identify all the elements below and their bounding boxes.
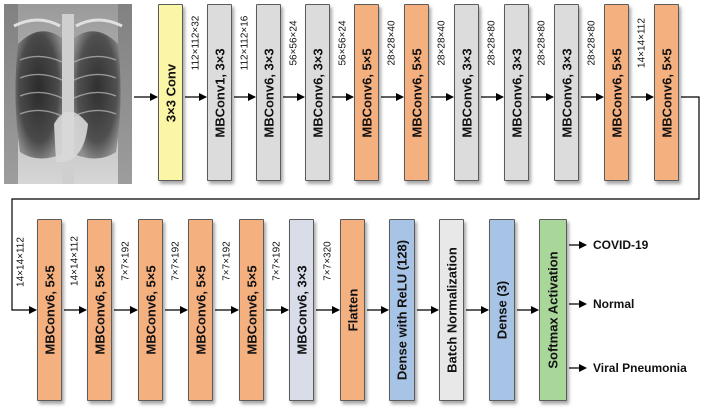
row2-block-8: Batch Normalization: [439, 219, 464, 401]
row2-block-label: Softmax Activation: [545, 251, 561, 369]
row1-block-2: MBConv6, 3×3: [256, 4, 281, 181]
row1-block-5: MBConv6, 5×5: [404, 4, 429, 181]
row2-block-label: MBConv6, 3×3: [294, 265, 309, 355]
xray-picture: [4, 4, 132, 184]
row1-block-label: MBConv6, 5×5: [409, 47, 424, 138]
row1-block-4: MBConv6, 5×5: [354, 4, 379, 181]
row1-shape-label: 112×112×32: [190, 15, 201, 71]
row2-block-0: MBConv6, 5×5: [37, 219, 62, 401]
row1-shape-label: 28×28×40: [436, 20, 448, 66]
row1-shape-label: 56×56×24: [337, 20, 348, 66]
row1-block-1: MBConv1, 3×3: [207, 4, 232, 181]
row1-block-label: MBConv6, 3×3: [261, 47, 276, 138]
row2-block-label: MBConv6, 5×5: [92, 265, 107, 355]
row2-shape-label: 14×14×112: [15, 237, 27, 287]
chest-xray-image: [4, 4, 132, 184]
row1-block-6: MBConv6, 3×3: [454, 4, 479, 181]
row2-block-label: MBConv6, 5×5: [143, 265, 158, 355]
row2-shape-label: 7×7×320: [322, 241, 333, 281]
row1-shape-label: 28×28×80: [536, 20, 548, 66]
row2-block-3: MBConv6, 5×5: [188, 219, 213, 401]
row1-shape-label: 28×28×80: [586, 20, 598, 66]
row2-block-label: Dense (3): [494, 280, 510, 340]
row1-block-label: MBConv6, 3×3: [459, 47, 474, 138]
row1-shape-label: 28×28×40: [386, 20, 398, 66]
row1-block-label: 3×3 Conv: [163, 63, 178, 122]
row1-block-8: MBConv6, 3×3: [554, 4, 579, 181]
row1-shape-label: 14×14×112: [636, 18, 648, 68]
row1-block-9: MBConv6, 5×5: [604, 4, 629, 181]
row2-block-1: MBConv6, 5×5: [87, 219, 112, 401]
row1-block-label: MBConv1, 3×3: [212, 47, 227, 138]
row2-block-10: Softmax Activation: [539, 219, 567, 401]
row1-block-0: 3×3 Conv: [158, 4, 183, 181]
row2-block-label: MBConv6, 5×5: [193, 265, 208, 355]
output-class-label: Viral Pneumonia: [593, 361, 687, 375]
row2-block-label: MBConv6, 5×5: [244, 265, 259, 355]
row1-block-label: MBConv6, 5×5: [359, 47, 374, 138]
output-class-label: Normal: [593, 297, 634, 311]
output-class-label: COVID-19: [593, 238, 649, 252]
row2-shape-label: 7×7×192: [271, 241, 283, 281]
row1-block-label: MBConv6, 5×5: [659, 47, 674, 138]
row2-block-label: Flatten: [345, 288, 360, 332]
row1-block-10: MBConv6, 5×5: [654, 4, 679, 181]
row1-shape-label: 28×28×80: [486, 20, 498, 66]
row2-block-label: Batch Normalization: [444, 247, 459, 373]
row1-block-label: MBConv6, 3×3: [509, 47, 524, 138]
row2-shape-label: 7×7×192: [221, 241, 232, 281]
row2-block-label: Dense with ReLU (128): [394, 239, 410, 381]
row1-block-label: MBConv6, 3×3: [310, 47, 325, 138]
row2-block-4: MBConv6, 5×5: [239, 219, 264, 401]
row1-block-7: MBConv6, 3×3: [504, 4, 529, 181]
row2-block-7: Dense with ReLU (128): [389, 219, 415, 401]
row1-shape-label: 112×112×16: [239, 15, 250, 71]
row2-shape-label: 14×14×112: [69, 236, 81, 286]
row2-shape-label: 7×7×192: [120, 241, 131, 281]
row1-block-label: MBConv6, 3×3: [559, 47, 574, 138]
row2-block-label: MBConv6, 5×5: [42, 265, 57, 355]
row1-block-label: MBConv6, 5×5: [609, 47, 624, 138]
row1-shape-label: 56×56×24: [288, 20, 299, 66]
row2-block-9: Dense (3): [489, 219, 515, 401]
row2-block-2: MBConv6, 5×5: [138, 219, 163, 401]
row2-block-5: MBConv6, 3×3: [289, 219, 314, 401]
row2-shape-label: 7×7×192: [170, 241, 182, 281]
row2-block-6: Flatten: [340, 219, 365, 401]
row1-block-3: MBConv6, 3×3: [305, 4, 330, 181]
